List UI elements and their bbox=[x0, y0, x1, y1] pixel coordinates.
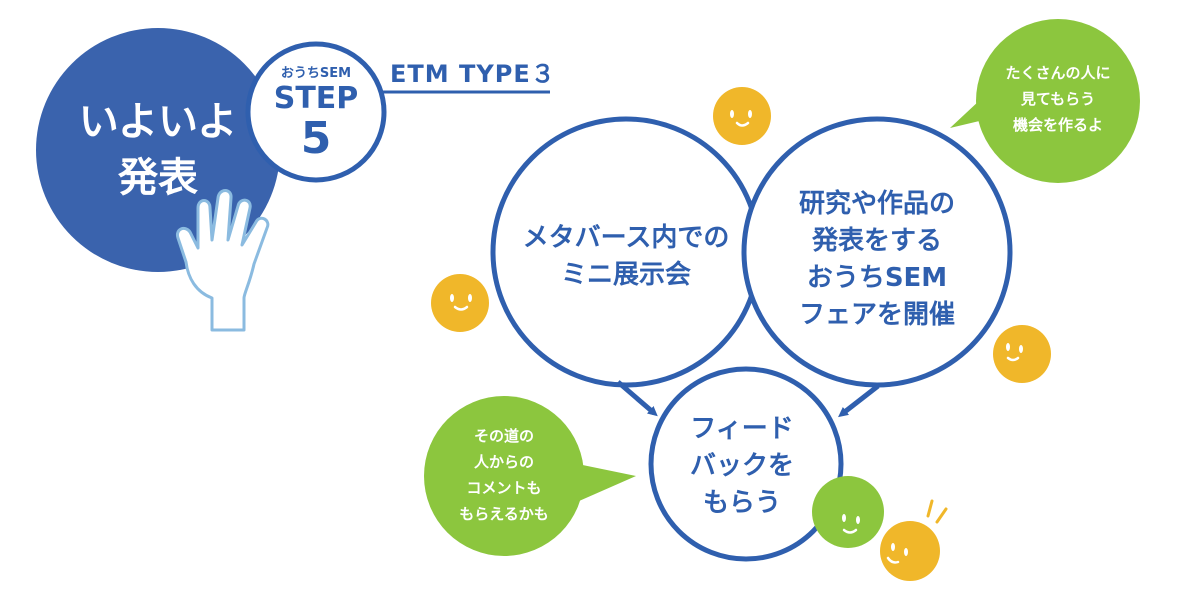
top-bubble-line: たくさんの人に bbox=[1005, 64, 1111, 82]
fair-text-line: おうちSEM bbox=[806, 263, 948, 293]
bottom-bubble-line: 人からの bbox=[473, 453, 534, 471]
fair-text-line: フェアを開催 bbox=[798, 300, 955, 330]
step-word-label: STEP bbox=[273, 81, 359, 116]
smiley-face-icon bbox=[431, 274, 489, 332]
step-circle bbox=[245, 41, 387, 183]
feedback-text-line: フィード bbox=[690, 414, 794, 444]
fair-text-line: 研究や作品の bbox=[798, 189, 955, 219]
fair-text-line: 発表をする bbox=[811, 226, 942, 256]
feedback-text-line: もらう bbox=[702, 488, 781, 518]
exhibit-text-line: メタバース内での bbox=[522, 223, 730, 253]
raised-hand-icon bbox=[175, 189, 270, 332]
main-title-line: いよいよ bbox=[78, 99, 238, 145]
exhibit-text: メタバース内での ミニ展示会 bbox=[506, 220, 746, 294]
main-title-line: 発表 bbox=[118, 155, 198, 201]
feedback-circle bbox=[648, 366, 844, 562]
arrow-icon bbox=[838, 384, 880, 418]
top-bubble-line: 機会を作るよ bbox=[1012, 116, 1103, 134]
bottom-bubble-text: その道の 人からの コメントも もらえるかも bbox=[434, 423, 574, 527]
step-number: 5 bbox=[300, 113, 332, 164]
feedback-text: フィード バックを もらう bbox=[662, 411, 822, 522]
bottom-bubble-line: コメントも bbox=[466, 479, 542, 497]
bottom-bubble-line: もらえるかも bbox=[459, 505, 549, 523]
step-small-label: おうちSEM bbox=[280, 66, 352, 81]
smiley-face-icon bbox=[880, 499, 948, 581]
arrow-icon bbox=[616, 380, 658, 417]
bottom-bubble-line: その道の bbox=[473, 427, 534, 445]
speech-bubble-icon bbox=[424, 396, 636, 556]
top-bubble-line: 見てもらう bbox=[1020, 90, 1096, 108]
exhibit-text-line: ミニ展示会 bbox=[560, 260, 691, 290]
feedback-text-line: バックを bbox=[689, 451, 794, 481]
smiley-face-icon bbox=[993, 325, 1051, 383]
top-bubble-text: たくさんの人に 見てもらう 機会を作るよ bbox=[988, 60, 1128, 138]
smiley-face-icon bbox=[713, 87, 771, 145]
main-title: いよいよ 発表 bbox=[58, 94, 258, 206]
type-label: ETM TYPE３ bbox=[390, 60, 556, 88]
step-label: おうちSEM STEP 5 bbox=[256, 66, 376, 162]
speech-bubble-icon bbox=[950, 19, 1140, 183]
fair-text: 研究や作品の 発表をする おうちSEM フェアを開催 bbox=[757, 186, 997, 334]
smiley-face-icon bbox=[812, 476, 884, 548]
